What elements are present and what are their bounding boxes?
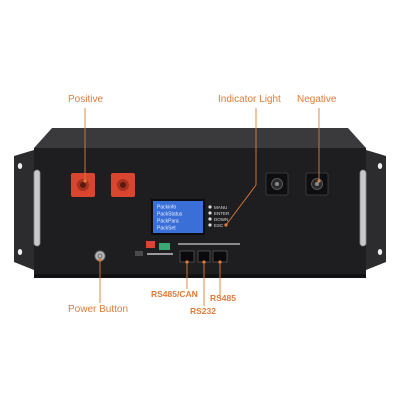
right-ear-screw-hole-top <box>377 163 383 169</box>
left-rack-ear <box>14 150 34 270</box>
callout-power-button: Power Button <box>68 304 129 315</box>
indicator-light-enter[interactable] <box>208 211 212 215</box>
callout-leader-lines <box>84 108 320 306</box>
button-label-manu: MANU <box>214 205 227 210</box>
callout-rs232: RS232 <box>190 306 216 316</box>
lcd-screen <box>153 201 203 233</box>
negative-terminal-1[interactable] <box>265 172 289 196</box>
callout-negative: Negative <box>297 94 337 105</box>
positive-terminal-2[interactable] <box>111 173 135 197</box>
dip-switch[interactable] <box>146 241 155 248</box>
callout-rs485: RS485 <box>210 293 236 303</box>
callout-anchor-dots <box>83 179 321 264</box>
negative-terminal-2[interactable] <box>305 172 329 196</box>
rs232-port[interactable] <box>197 250 211 263</box>
callout-indicator-light: Indicator Light <box>218 94 281 105</box>
small-port <box>135 251 143 256</box>
lcd-menu-item: PackSet <box>157 226 176 232</box>
lcd-menu-item: Packinfo <box>157 205 176 211</box>
left-ear-screw-hole-top <box>17 163 23 169</box>
address-label-strip <box>147 253 173 255</box>
left-handle[interactable] <box>33 169 41 247</box>
button-label-enter: ENTER <box>214 211 230 216</box>
rs485-port[interactable] <box>212 250 228 263</box>
button-label-esc: ESC <box>214 223 224 228</box>
chassis-bottom-edge <box>34 274 366 278</box>
rs485-can-port[interactable] <box>179 250 195 263</box>
button-label-down: DOWN <box>214 217 228 222</box>
power-icon <box>97 253 103 259</box>
connector-block <box>159 243 170 250</box>
indicator-light-manu[interactable] <box>208 205 212 209</box>
callout-rs485-can: RS485/CAN <box>151 289 198 299</box>
right-ear-screw-hole-bottom <box>377 249 383 255</box>
right-rack-ear <box>366 150 386 270</box>
chassis-top-face <box>34 128 366 148</box>
callout-positive: Positive <box>68 94 104 105</box>
port-label-strip <box>178 243 240 245</box>
lcd-menu-item: PackPara <box>157 219 179 225</box>
indicator-light-down[interactable] <box>208 217 212 221</box>
left-ear-screw-hole-bottom <box>17 249 23 255</box>
positive-terminal-1[interactable] <box>71 173 95 197</box>
right-handle[interactable] <box>359 169 367 247</box>
lcd-menu-item: PackStatus <box>157 212 183 218</box>
indicator-light-esc[interactable] <box>208 223 212 227</box>
